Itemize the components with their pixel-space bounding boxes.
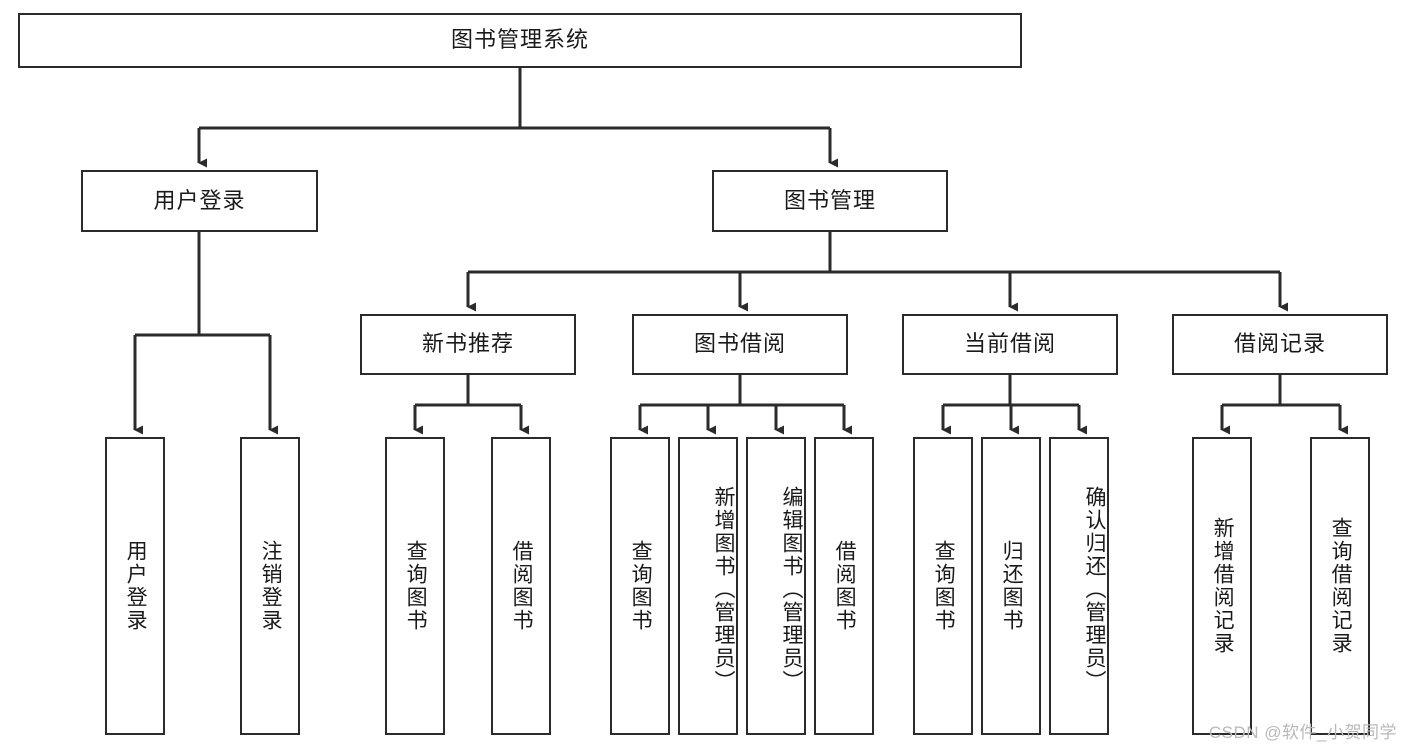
node-label: 借阅记录	[1233, 331, 1326, 357]
node-label: 查询图书	[404, 540, 428, 632]
node-user-login[interactable]: 用户登录	[81, 170, 318, 232]
leaf-query-book-borrow[interactable]: 查询图书	[610, 437, 670, 735]
node-label: 图书管理系统	[450, 27, 589, 53]
node-label: 查询图书	[629, 540, 653, 632]
leaf-user-login[interactable]: 用户登录	[105, 437, 165, 735]
leaf-confirm-return-admin[interactable]: 确认归还（管理员）	[1049, 437, 1109, 735]
leaf-query-borrow-record[interactable]: 查询借阅记录	[1310, 437, 1370, 735]
node-label: 查询借阅记录	[1329, 517, 1353, 655]
leaf-borrow-book[interactable]: 借阅图书	[814, 437, 874, 735]
node-label: 用户登录	[153, 187, 246, 213]
node-book-management[interactable]: 图书管理	[712, 170, 948, 232]
node-label: 图书借阅	[693, 331, 786, 357]
node-label: 新书推荐	[421, 331, 514, 357]
leaf-return-book[interactable]: 归还图书	[981, 437, 1041, 735]
leaf-add-book-admin[interactable]: 新增图书（管理员）	[678, 437, 738, 735]
leaf-borrow-book-recommend[interactable]: 借阅图书	[491, 437, 551, 735]
node-borrow-record[interactable]: 借阅记录	[1172, 314, 1388, 375]
node-current-borrow[interactable]: 当前借阅	[902, 314, 1118, 375]
leaf-query-book-recommend[interactable]: 查询图书	[385, 437, 445, 735]
leaf-add-borrow-record[interactable]: 新增借阅记录	[1192, 437, 1252, 735]
node-label: 归还图书	[1000, 540, 1024, 632]
node-label: 用户登录	[124, 540, 148, 632]
node-label: 借阅图书	[510, 540, 534, 632]
node-label: 编辑图书（管理员）	[780, 485, 803, 693]
node-label: 当前借阅	[963, 331, 1056, 357]
node-label: 注销登录	[259, 540, 283, 632]
node-label: 新增图书（管理员）	[712, 485, 735, 693]
node-label: 确认归还（管理员）	[1083, 485, 1106, 693]
leaf-edit-book-admin[interactable]: 编辑图书（管理员）	[746, 437, 806, 735]
node-book-borrow[interactable]: 图书借阅	[632, 314, 848, 375]
node-root-book-management-system[interactable]: 图书管理系统	[18, 13, 1022, 68]
node-label: 新增借阅记录	[1211, 517, 1235, 655]
leaf-logout-login[interactable]: 注销登录	[240, 437, 300, 735]
node-label: 借阅图书	[833, 540, 857, 632]
node-label: 查询图书	[932, 540, 956, 632]
node-label: 图书管理	[783, 187, 876, 213]
leaf-query-book-current[interactable]: 查询图书	[913, 437, 973, 735]
node-new-book-recommend[interactable]: 新书推荐	[360, 314, 576, 375]
